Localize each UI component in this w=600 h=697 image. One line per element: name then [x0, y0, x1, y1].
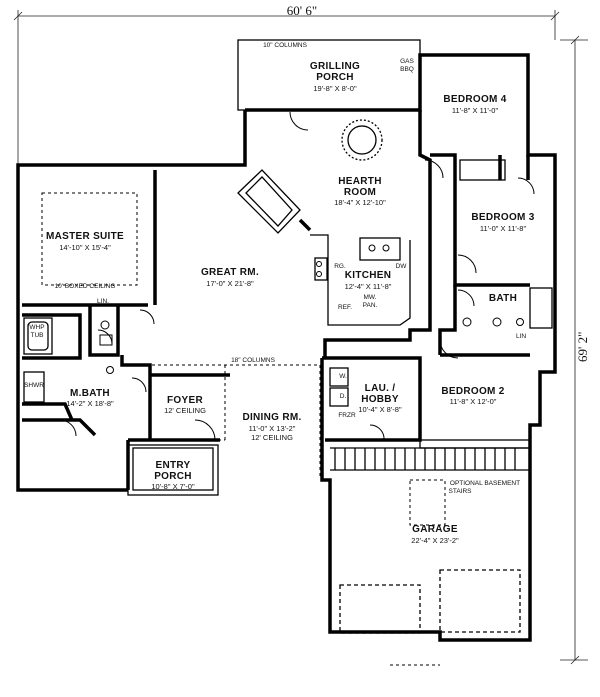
- dimension-lines: [13, 10, 588, 665]
- bbq-label: BBQ: [400, 66, 414, 73]
- room-size: 18'-4" X 12'-10": [334, 198, 386, 207]
- shower-label: SHWR: [24, 382, 44, 389]
- room-name: HEARTH: [338, 176, 382, 187]
- range-label: RG.: [334, 263, 346, 270]
- room-size: 14'-2" X 18'-8": [66, 399, 114, 408]
- room-name: M.BATH: [70, 388, 110, 399]
- dryer-label: D.: [339, 393, 347, 400]
- room-name: HOBBY: [361, 394, 399, 405]
- columns-note-mid: 18" COLUMNS: [231, 357, 275, 364]
- room-size: 11'-8" X 11'-0": [451, 106, 499, 115]
- room-name: KITCHEN: [344, 270, 392, 281]
- room-size: 11'-8" X 12'-0": [449, 397, 497, 406]
- fixtures: [99, 244, 524, 374]
- room-size: 10'-4" X 8'-8": [358, 405, 402, 414]
- room-name: GRILLING: [309, 61, 361, 72]
- room-name: ENTRY: [155, 460, 191, 471]
- room-size: 10'-8" X 7'-0": [151, 482, 195, 491]
- microwave-label: MW.: [363, 294, 377, 301]
- walls: [16, 53, 557, 642]
- room-name: ROOM: [343, 187, 377, 198]
- pantry-label: PAN.: [362, 302, 378, 309]
- gas-label: GAS: [400, 58, 414, 65]
- room-name: BEDROOM 2: [441, 386, 505, 397]
- ceiling-note: 12' CEILING: [251, 433, 293, 442]
- room-name: LAU. /: [364, 383, 396, 394]
- columns-note-top: 10" COLUMNS: [263, 42, 307, 49]
- linen-closet-label: LIN: [515, 333, 527, 340]
- tub-label: TUB: [30, 332, 44, 339]
- washer-label: W.: [339, 373, 347, 380]
- room-size: 22'-4" X 23'-2": [411, 536, 459, 545]
- room-name: BEDROOM 4: [443, 94, 507, 105]
- whp-label: WHP: [29, 324, 45, 331]
- room-size: 11'-0" X 13'-2": [248, 424, 296, 433]
- refrigerator-label: REF.: [337, 304, 353, 311]
- overall-width-label: 60' 6": [286, 3, 318, 18]
- optional-stairs-label: OPTIONAL BASEMENT: [449, 480, 521, 487]
- room-size: 12' CEILING: [164, 406, 206, 415]
- room-size: 14'-10" X 15'-4": [59, 243, 111, 252]
- overall-depth-label: 69' 2": [575, 331, 591, 363]
- linen-label: LIN.: [97, 298, 109, 305]
- room-name: GARAGE: [412, 524, 458, 535]
- room-size: 17'-0" X 21'-8": [206, 279, 254, 288]
- room-size: 11'-0" X 11'-8": [479, 224, 527, 233]
- ceiling-note: 10' BOXED CEILING: [54, 283, 116, 290]
- room-name: FOYER: [167, 395, 203, 406]
- room-name: MASTER SUITE: [45, 231, 125, 242]
- room-size: 19'-8" X 8'-0": [313, 84, 357, 93]
- room-name: BATH: [488, 293, 518, 304]
- room-name: BEDROOM 3: [471, 212, 535, 223]
- room-name: PORCH: [154, 471, 192, 482]
- freezer-label: FRZR: [338, 412, 356, 419]
- thin-lines: [23, 39, 553, 634]
- stairs-label: STAIRS: [448, 488, 472, 495]
- dashed-lines: [41, 192, 446, 666]
- door-swings: [59, 111, 535, 441]
- dishwasher-label: DW: [395, 263, 407, 270]
- room-size: 12'-4" X 11'-8": [344, 282, 392, 291]
- room-name: GREAT RM.: [200, 267, 260, 278]
- room-name: PORCH: [316, 72, 354, 83]
- room-name: DINING RM.: [242, 412, 302, 423]
